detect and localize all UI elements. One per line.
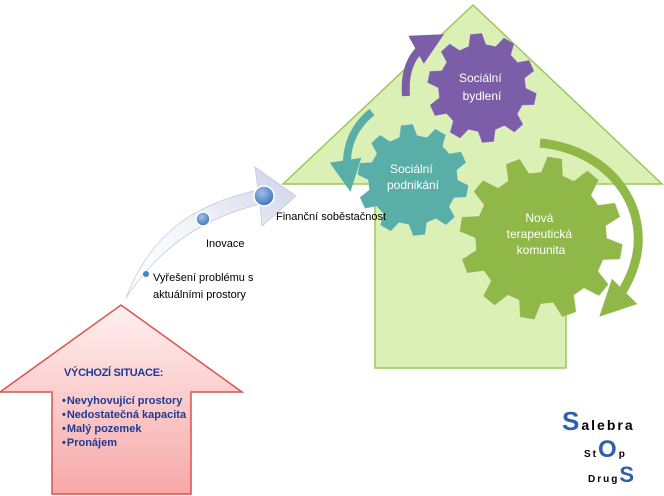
social-housing-gear-icon (426, 32, 538, 144)
growth-path-arrow (125, 166, 297, 299)
step2-dot-icon (195, 211, 211, 227)
therapeutic-community-label: Nová terapeutická komunita (507, 211, 576, 257)
purple-curved-arrow-icon (401, 34, 444, 97)
list-item: Malý pozemek (62, 422, 192, 436)
step3-dot-icon (253, 185, 275, 207)
gear-icon (426, 32, 538, 144)
step1-label: Vyřešení problému s aktuálními prostory (153, 272, 257, 301)
step3-label: Finanční soběstačnost (276, 211, 386, 223)
social-business-label: Sociální podnikání (387, 162, 440, 192)
gear-icon (458, 155, 624, 321)
start-situation-list: Nevyhovující prostory Nedostatečná kapac… (62, 394, 192, 450)
social-housing-label: Sociální bydlení (459, 71, 505, 103)
teal-curved-arrow-icon (329, 108, 375, 192)
step1-dot-icon (143, 271, 149, 277)
social-business-gear-icon (356, 123, 470, 237)
start-situation-title: VÝCHOZÍ SITUACE: (64, 367, 164, 379)
therapeutic-community-gear-icon (458, 155, 624, 321)
start-situation-box: VÝCHOZÍ SITUACE: Nevyhovující prostory N… (62, 366, 192, 450)
list-item: Nevyhovující prostory (62, 394, 192, 408)
list-item: Pronájem (62, 436, 192, 450)
gear-icon (356, 123, 470, 237)
step2-label: Inovace (206, 238, 245, 250)
list-item: Nedostatečná kapacita (62, 408, 192, 422)
green-curved-arrow-icon (539, 138, 643, 317)
